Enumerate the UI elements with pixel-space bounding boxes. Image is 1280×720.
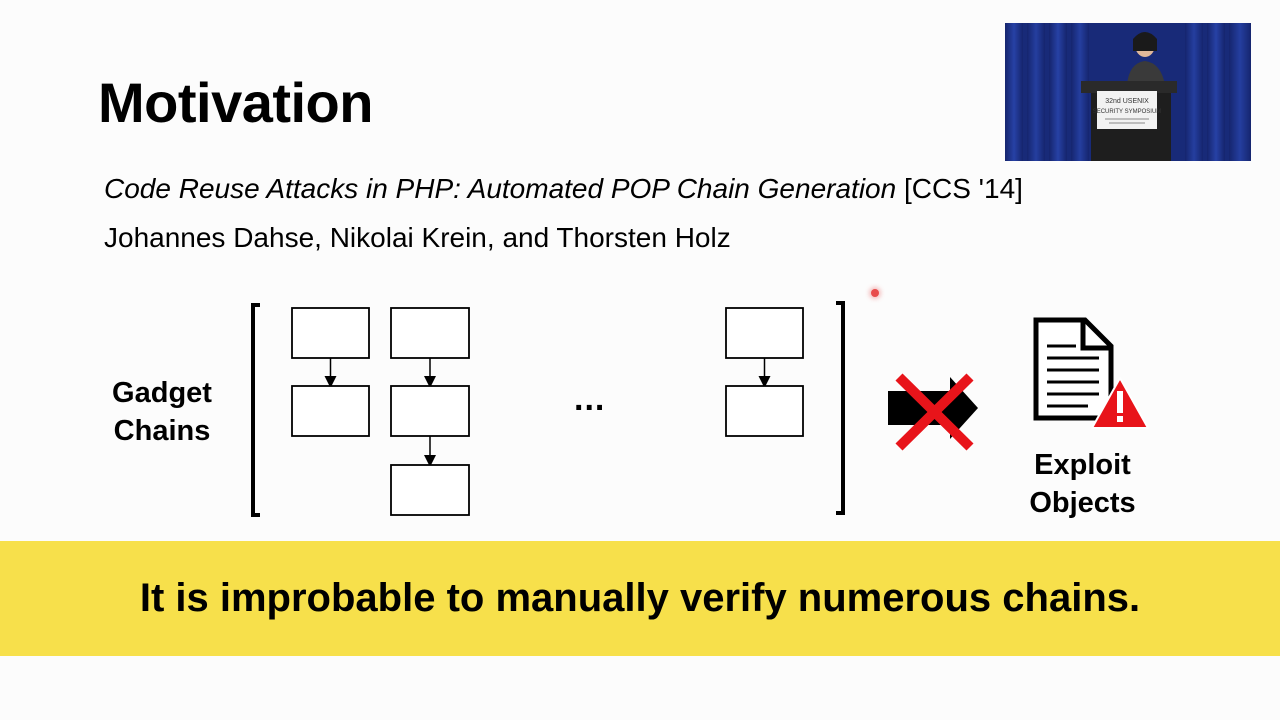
podium-sign-line2: SECURITY SYMPOSIUM (1093, 109, 1162, 115)
paper-venue: [CCS '14] (903, 173, 1023, 204)
takeaway-banner: It is improbable to manually verify nume… (0, 541, 1280, 656)
gadget-chains-label-line2: Chains (113, 415, 211, 447)
gadget-box (390, 464, 470, 516)
exploit-objects-label-line2: Objects (1029, 487, 1136, 519)
slide-title: Motivation (98, 71, 373, 134)
gadget-chains-label-line1: Gadget (112, 377, 212, 409)
gadget-chain-2 (390, 307, 470, 516)
podium: 32nd USENIX SECURITY SYMPOSIUM (1081, 81, 1177, 161)
more-chains-ellipsis: ... (574, 380, 606, 418)
speaker-video-frame: 32nd USENIX SECURITY SYMPOSIUM (1005, 23, 1251, 161)
paper-title: Code Reuse Attacks in PHP: Automated POP… (104, 173, 897, 204)
speaker-video[interactable]: 32nd USENIX SECURITY SYMPOSIUM (1005, 23, 1251, 161)
paper-authors: Johannes Dahse, Nikolai Krein, and Thors… (104, 222, 731, 253)
gadget-chain-1 (291, 307, 370, 437)
podium-sign-line1: 32nd USENIX (1105, 98, 1149, 105)
gadget-chains-label: Gadget Chains (96, 374, 228, 450)
speaker-figure (1127, 32, 1165, 85)
exploit-objects-label: Exploit Objects (1010, 446, 1155, 522)
gadget-box (390, 307, 470, 359)
gadget-box (390, 385, 470, 437)
gadget-box (291, 385, 370, 437)
warning-icon (1091, 377, 1149, 429)
takeaway-text: It is improbable to manually verify nume… (139, 576, 1141, 620)
gadget-box (291, 307, 370, 359)
document-icon (1033, 317, 1114, 421)
paper-citation: Code Reuse Attacks in PHP: Automated POP… (104, 173, 1023, 205)
gadget-chain-n (725, 307, 804, 437)
gadget-box (725, 307, 804, 359)
gadget-box (725, 385, 804, 437)
laser-pointer-dot (871, 289, 879, 297)
blocked-arrow-icon (888, 373, 978, 451)
left-bracket (251, 303, 260, 517)
exploit-objects-label-line1: Exploit (1034, 449, 1131, 481)
right-bracket (836, 301, 845, 515)
